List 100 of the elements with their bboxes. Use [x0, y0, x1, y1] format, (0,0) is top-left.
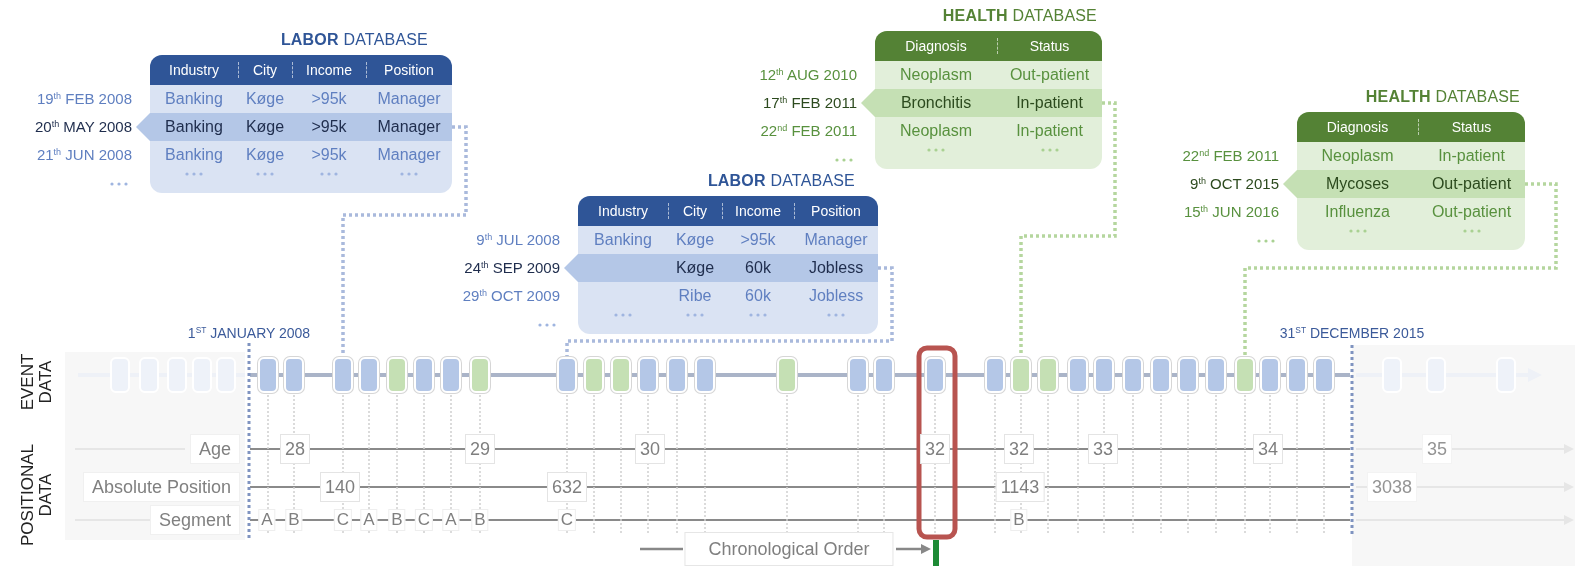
row-label: Absolute Position [82, 472, 240, 502]
field-value: Manager [376, 89, 442, 109]
event-box [1314, 357, 1334, 393]
value-label: 1143 [995, 472, 1045, 502]
table-title: LABOR DATABASE [280, 30, 428, 50]
column-header: City [668, 196, 722, 226]
column-header: Industry [168, 61, 220, 80]
field-value: >95k [310, 117, 348, 137]
event-box [441, 357, 461, 393]
row-label: Segment [149, 505, 240, 535]
segment-label: B [1010, 509, 1028, 531]
date-label: 15$^{th}$ JUN 2016 [1183, 202, 1279, 222]
event-box [874, 357, 894, 393]
event-box [1038, 357, 1058, 393]
field-value: 60k [744, 286, 772, 306]
segment-label: C [414, 509, 434, 531]
date-label: 17$^{th}$ FEB 2011 [763, 93, 857, 113]
field-value: Køge [244, 145, 286, 165]
event-box [414, 357, 434, 393]
column-header: Industry [597, 202, 649, 221]
field-value: Out-patient [1430, 174, 1513, 194]
event-box [387, 357, 407, 393]
value-label: 35 [1422, 434, 1452, 464]
field-value: Køge [674, 258, 716, 278]
highlighted-row [564, 254, 878, 282]
event-box [470, 357, 490, 393]
event-box [359, 357, 379, 393]
field-value: Køge [244, 89, 286, 109]
segment-label: B [388, 509, 406, 531]
value-label: 32 [1004, 434, 1034, 464]
value-label: 33 [1088, 434, 1118, 464]
date-label: 24$^{th}$ SEP 2009 [464, 258, 560, 278]
column-header: City [238, 55, 292, 85]
event-box [667, 357, 687, 393]
field-value: In-patient [1015, 93, 1084, 113]
field-value: Manager [376, 117, 442, 137]
field-value: Jobless [807, 286, 865, 306]
column-header: Status [997, 31, 1102, 61]
highlighted-row [1283, 170, 1525, 198]
event-box [1206, 357, 1226, 393]
date-label: 21$^{th}$ JUN 2008 [36, 145, 132, 165]
event-box [1068, 357, 1088, 393]
field-value: Banking [164, 145, 224, 165]
event-box [925, 357, 945, 393]
event-box [848, 357, 868, 393]
event-box [777, 357, 797, 393]
highlighted-row [136, 113, 452, 141]
field-value: >95k [310, 89, 348, 109]
field-value: Banking [164, 89, 224, 109]
event-box [1260, 357, 1280, 393]
value-label: 28 [280, 434, 310, 464]
date-label: 12$^{th}$ AUG 2010 [759, 65, 857, 85]
table-title: HEALTH DATABASE [942, 6, 1097, 26]
date-label: 9$^{th}$ JUL 2008 [476, 230, 560, 250]
value-label: 29 [465, 434, 495, 464]
field-value: >95k [310, 145, 348, 165]
column-header: Income [292, 55, 366, 85]
value-label: 3038 [1367, 472, 1417, 502]
field-value: Neoplasm [1320, 146, 1395, 166]
field-value: Bronchitis [899, 93, 973, 113]
table-title: LABOR DATABASE [707, 171, 855, 191]
highlighted-row [861, 89, 1102, 117]
table-title: HEALTH DATABASE [1365, 87, 1520, 107]
field-value: Banking [164, 117, 224, 137]
column-header: Position [794, 196, 878, 226]
event-box [1011, 357, 1031, 393]
field-value: Out-patient [1430, 202, 1513, 222]
column-header: Diagnosis [904, 37, 968, 56]
column-header: Income [722, 196, 794, 226]
date-label: 22$^{nd}$ FEB 2011 [760, 121, 857, 141]
column-header: Diagnosis [1325, 118, 1390, 137]
date-marker-label: 31$^{ST}$ DECEMBER 2015 [1279, 324, 1425, 342]
field-value: 60k [744, 258, 772, 278]
field-value: Manager [376, 145, 442, 165]
date-label: 19$^{th}$ FEB 2008 [36, 89, 132, 109]
segment-label: B [471, 509, 489, 531]
field-value: Neoplasm [899, 65, 973, 85]
event-box [1151, 357, 1171, 393]
field-value: Jobless [807, 258, 865, 278]
field-value: Køge [244, 117, 286, 137]
event-box [1094, 357, 1114, 393]
value-label: 32 [920, 434, 950, 464]
value-label: 140 [320, 472, 360, 502]
field-value: Manager [803, 230, 869, 250]
date-label: 9$^{th}$ OCT 2015 [1190, 174, 1279, 194]
event-box [695, 357, 715, 393]
connector-line [565, 266, 894, 357]
event-box [611, 357, 631, 393]
date-label: 29$^{th}$ OCT 2009 [462, 286, 560, 306]
value-label: 34 [1253, 434, 1283, 464]
event-box [1235, 357, 1255, 393]
value-label: 30 [635, 434, 665, 464]
segment-label: B [285, 509, 303, 531]
row-label: Age [189, 434, 240, 464]
field-value: >95k [739, 230, 777, 250]
event-box [1123, 357, 1143, 393]
date-marker-label: 1$^{ST}$ JANUARY 2008 [187, 324, 311, 342]
field-value: Out-patient [1008, 65, 1091, 85]
event-box [258, 357, 278, 393]
segment-label: A [442, 509, 460, 531]
